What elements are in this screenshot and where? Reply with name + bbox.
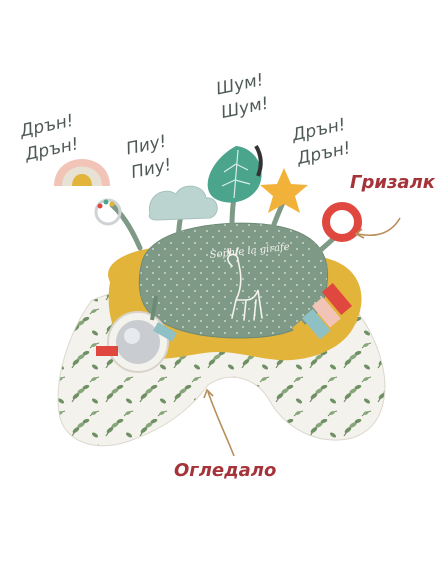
cloud-toy: [148, 185, 218, 221]
mirror-label: Огледало: [174, 460, 277, 481]
giraffe-embroidery: [227, 247, 263, 321]
leaf-crinkle-toy: [207, 144, 263, 203]
star-toy: [260, 168, 308, 213]
rainbow-rattle: [54, 159, 122, 226]
pillow-top-mat: [138, 222, 328, 339]
teether-ring: [322, 202, 362, 242]
teether-arrow: [357, 217, 401, 236]
mirror-accessory: [96, 295, 178, 373]
ribbon-tabs: [292, 283, 353, 348]
teether-label: Гризалка: [350, 172, 435, 193]
rustle-sound: Шум! Шум!: [214, 69, 271, 123]
mirror-arrow: [207, 391, 235, 457]
